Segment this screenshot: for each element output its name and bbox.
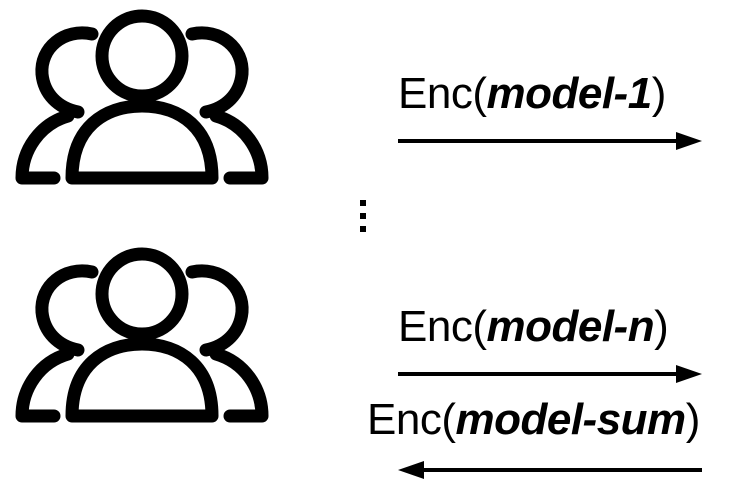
vertical-ellipsis-icon xyxy=(360,200,366,232)
right-arrow-icon xyxy=(398,365,702,383)
message-suffix: ) xyxy=(654,302,669,351)
message-suffix: ) xyxy=(685,395,701,444)
user-group-icon xyxy=(15,9,269,185)
message-suffix: ) xyxy=(651,69,667,118)
message-prefix: Enc( xyxy=(398,69,487,118)
message-label-model-1: Enc(model-1) xyxy=(398,72,666,116)
message-label-model-n: Enc(model-n) xyxy=(398,302,669,351)
message-prefix: Enc( xyxy=(398,302,487,351)
message-model-name: model-1 xyxy=(486,69,652,118)
message-model-name: model-sum xyxy=(455,395,686,444)
right-arrow-icon xyxy=(398,132,702,150)
user-group-icon xyxy=(15,247,269,423)
message-model-name: model-n xyxy=(486,302,655,351)
message-prefix: Enc( xyxy=(367,395,456,444)
left-arrow-icon xyxy=(398,461,702,479)
message-label-model-sum: Enc(model-sum) xyxy=(367,398,700,442)
